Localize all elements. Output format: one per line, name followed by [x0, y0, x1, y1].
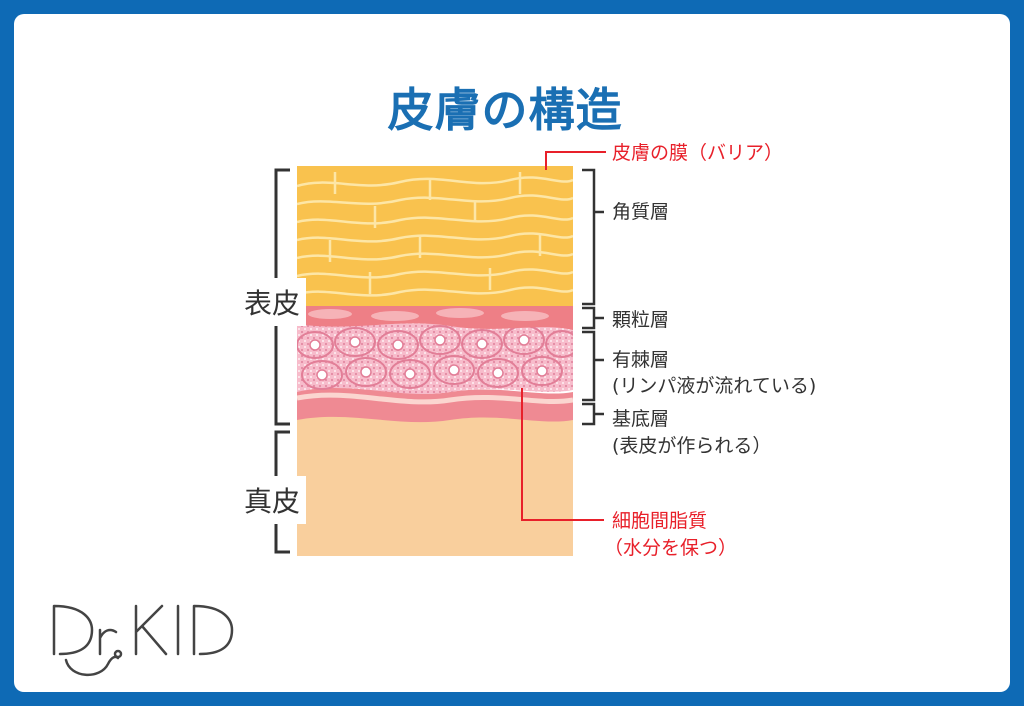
label-epidermis: 表皮: [238, 278, 307, 326]
label-stratum-basale-note: (表皮が作られる）: [612, 435, 772, 457]
drkid-logo-icon: [52, 604, 234, 677]
label-intercellular-lipid: 細胞間脂質: [612, 510, 708, 532]
label-barrier: 皮膚の膜（バリア）: [612, 142, 784, 164]
callout-lines: [521, 151, 606, 521]
label-stratum-corneum: 角質層: [612, 201, 670, 223]
label-stratum-granulosum: 顆粒層: [612, 309, 670, 331]
label-dermis: 真皮: [238, 476, 307, 524]
label-intercellular-lipid-note: （水分を保つ）: [604, 537, 738, 559]
page-title: 皮膚の構造: [387, 83, 623, 137]
label-stratum-spinosum: 有棘層: [612, 349, 670, 371]
label-stratum-spinosum-note: (リンパ液が流れている): [612, 375, 817, 397]
dermis-layer: [297, 400, 573, 556]
label-stratum-basale: 基底層: [612, 408, 670, 430]
granular-layer: [297, 302, 573, 330]
right-brackets: [582, 168, 604, 426]
